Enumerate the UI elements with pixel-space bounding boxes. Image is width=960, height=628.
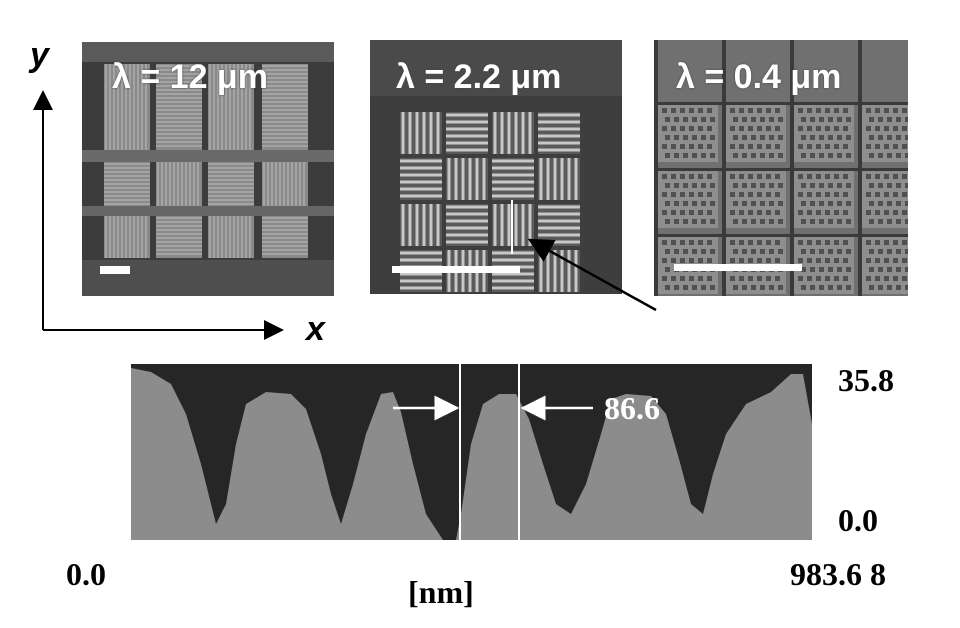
afm-image-2-2um xyxy=(370,40,622,294)
marker-value: 86.6 xyxy=(604,390,660,426)
height-profile xyxy=(131,364,812,540)
y-max-label: 35.8 xyxy=(838,362,894,398)
y-axis-label: y xyxy=(30,36,49,74)
panel-label-0-4um: λ = 0.4 μm xyxy=(676,58,842,96)
scale-bar xyxy=(100,266,130,274)
x-max-label: 983.6 8 xyxy=(790,556,886,592)
x-axis-label: x xyxy=(306,310,325,348)
scale-bar xyxy=(392,266,520,273)
y-min-label: 0.0 xyxy=(838,502,878,538)
afm-image-12um xyxy=(82,42,334,296)
scale-bar xyxy=(674,264,802,271)
panel-label-12um: λ = 12 μm xyxy=(112,58,268,96)
x-unit-label: [nm] xyxy=(408,574,474,610)
profile-fill xyxy=(131,368,812,540)
x-min-label: 0.0 xyxy=(66,556,106,592)
panel-label-2-2um: λ = 2.2 μm xyxy=(396,58,562,96)
afm-image-0-4um xyxy=(654,40,908,296)
callout-arrow xyxy=(527,238,657,312)
